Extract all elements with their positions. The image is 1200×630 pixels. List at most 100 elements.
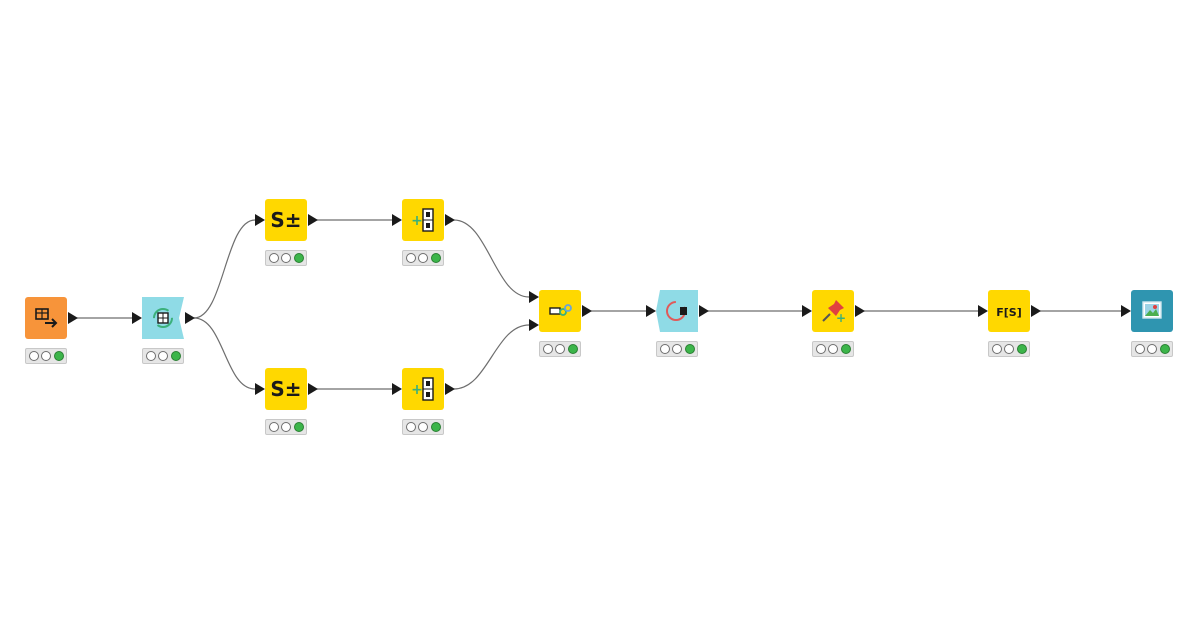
- formula-icon: F[S]: [996, 306, 1022, 319]
- status-led-off: [28, 351, 39, 361]
- status-led-off: [815, 344, 826, 354]
- connection-edge[interactable]: [453, 219, 530, 298]
- node-manipulator[interactable]: F[S]: [988, 290, 1030, 332]
- output-port[interactable]: [855, 305, 865, 317]
- status-led-green: [1159, 344, 1170, 354]
- output-port[interactable]: [185, 312, 195, 324]
- status-led-green: [430, 253, 441, 263]
- status-led-off: [1134, 344, 1145, 354]
- node-status-bar: [656, 341, 698, 357]
- status-led-off: [41, 351, 51, 361]
- node-loop-start[interactable]: [142, 297, 184, 339]
- add-column-icon: +: [411, 377, 434, 401]
- input-port[interactable]: [978, 305, 988, 317]
- node-manipulator[interactable]: S±: [265, 368, 307, 410]
- node-visualizer[interactable]: [1131, 290, 1173, 332]
- input-port[interactable]: [529, 291, 539, 303]
- input-port[interactable]: [255, 214, 265, 226]
- connection-edge[interactable]: [453, 324, 530, 390]
- node-manipulator[interactable]: S±: [265, 199, 307, 241]
- node-loop-end[interactable]: [656, 290, 698, 332]
- status-led-off: [281, 422, 291, 432]
- svg-text:S±: S±: [270, 208, 301, 232]
- status-led-off: [828, 344, 838, 354]
- status-led-off: [268, 253, 279, 263]
- add-column-icon: +: [411, 208, 434, 232]
- output-port[interactable]: [68, 312, 78, 324]
- node-status-bar: [402, 419, 444, 435]
- input-port[interactable]: [255, 383, 265, 395]
- string-manipulation-icon: S±: [270, 377, 301, 401]
- status-led-off: [145, 351, 156, 361]
- node-body: [25, 297, 67, 339]
- joiner-icon: [549, 304, 572, 316]
- status-led-green: [567, 344, 578, 354]
- node-status-bar: [142, 348, 184, 364]
- status-led-green: [430, 422, 441, 432]
- status-led-green: [293, 253, 304, 263]
- svg-text:F[S]: F[S]: [996, 306, 1022, 319]
- input-port[interactable]: [529, 319, 539, 331]
- output-port[interactable]: [1031, 305, 1041, 317]
- output-port[interactable]: [308, 383, 318, 395]
- node-body: [265, 199, 307, 241]
- node-status-bar: [1131, 341, 1173, 357]
- status-led-off: [659, 344, 670, 354]
- string-manipulation-icon: S±: [270, 208, 301, 232]
- node-status-bar: [265, 419, 307, 435]
- status-led-green: [1016, 344, 1027, 354]
- input-port[interactable]: [392, 383, 402, 395]
- node-body: [656, 290, 698, 332]
- status-led-off: [1004, 344, 1014, 354]
- node-manipulator[interactable]: +: [812, 290, 854, 332]
- svg-text:+: +: [411, 382, 423, 398]
- node-status-bar: [402, 250, 444, 266]
- status-led-off: [268, 422, 279, 432]
- node-status-bar: [988, 341, 1030, 357]
- status-led-off: [405, 253, 416, 263]
- node-status-bar: [25, 348, 67, 364]
- input-port[interactable]: [1121, 305, 1131, 317]
- status-led-green: [684, 344, 695, 354]
- status-led-green: [293, 422, 304, 432]
- pin-add-icon: +: [822, 300, 846, 325]
- input-port[interactable]: [392, 214, 402, 226]
- node-manipulator[interactable]: +: [402, 199, 444, 241]
- input-port[interactable]: [132, 312, 142, 324]
- output-port[interactable]: [582, 305, 592, 317]
- output-port[interactable]: [699, 305, 709, 317]
- connection-edge[interactable]: [193, 317, 256, 390]
- node-reader[interactable]: [25, 297, 67, 339]
- loop-end-icon: [666, 301, 687, 321]
- output-port[interactable]: [308, 214, 318, 226]
- connection-edge[interactable]: [193, 219, 256, 319]
- status-led-green: [53, 351, 64, 361]
- status-led-off: [418, 422, 428, 432]
- status-led-off: [672, 344, 682, 354]
- node-body: [988, 290, 1030, 332]
- svg-text:+: +: [836, 311, 846, 325]
- node-status-bar: [812, 341, 854, 357]
- node-manipulator[interactable]: +: [402, 368, 444, 410]
- output-port[interactable]: [445, 214, 455, 226]
- status-led-off: [991, 344, 1002, 354]
- image-viewer-icon: [1142, 301, 1162, 319]
- status-led-off: [542, 344, 553, 354]
- status-led-green: [840, 344, 851, 354]
- status-led-off: [1147, 344, 1157, 354]
- status-led-green: [170, 351, 181, 361]
- status-led-off: [418, 253, 428, 263]
- status-led-off: [405, 422, 416, 432]
- output-port[interactable]: [445, 383, 455, 395]
- svg-text:+: +: [411, 213, 423, 229]
- input-port[interactable]: [802, 305, 812, 317]
- input-port[interactable]: [646, 305, 656, 317]
- svg-text:S±: S±: [270, 377, 301, 401]
- node-manipulator[interactable]: [539, 290, 581, 332]
- table-reader-icon: [35, 308, 58, 328]
- node-status-bar: [539, 341, 581, 357]
- node-body: [265, 368, 307, 410]
- status-led-off: [281, 253, 291, 263]
- loop-start-icon: [153, 308, 173, 328]
